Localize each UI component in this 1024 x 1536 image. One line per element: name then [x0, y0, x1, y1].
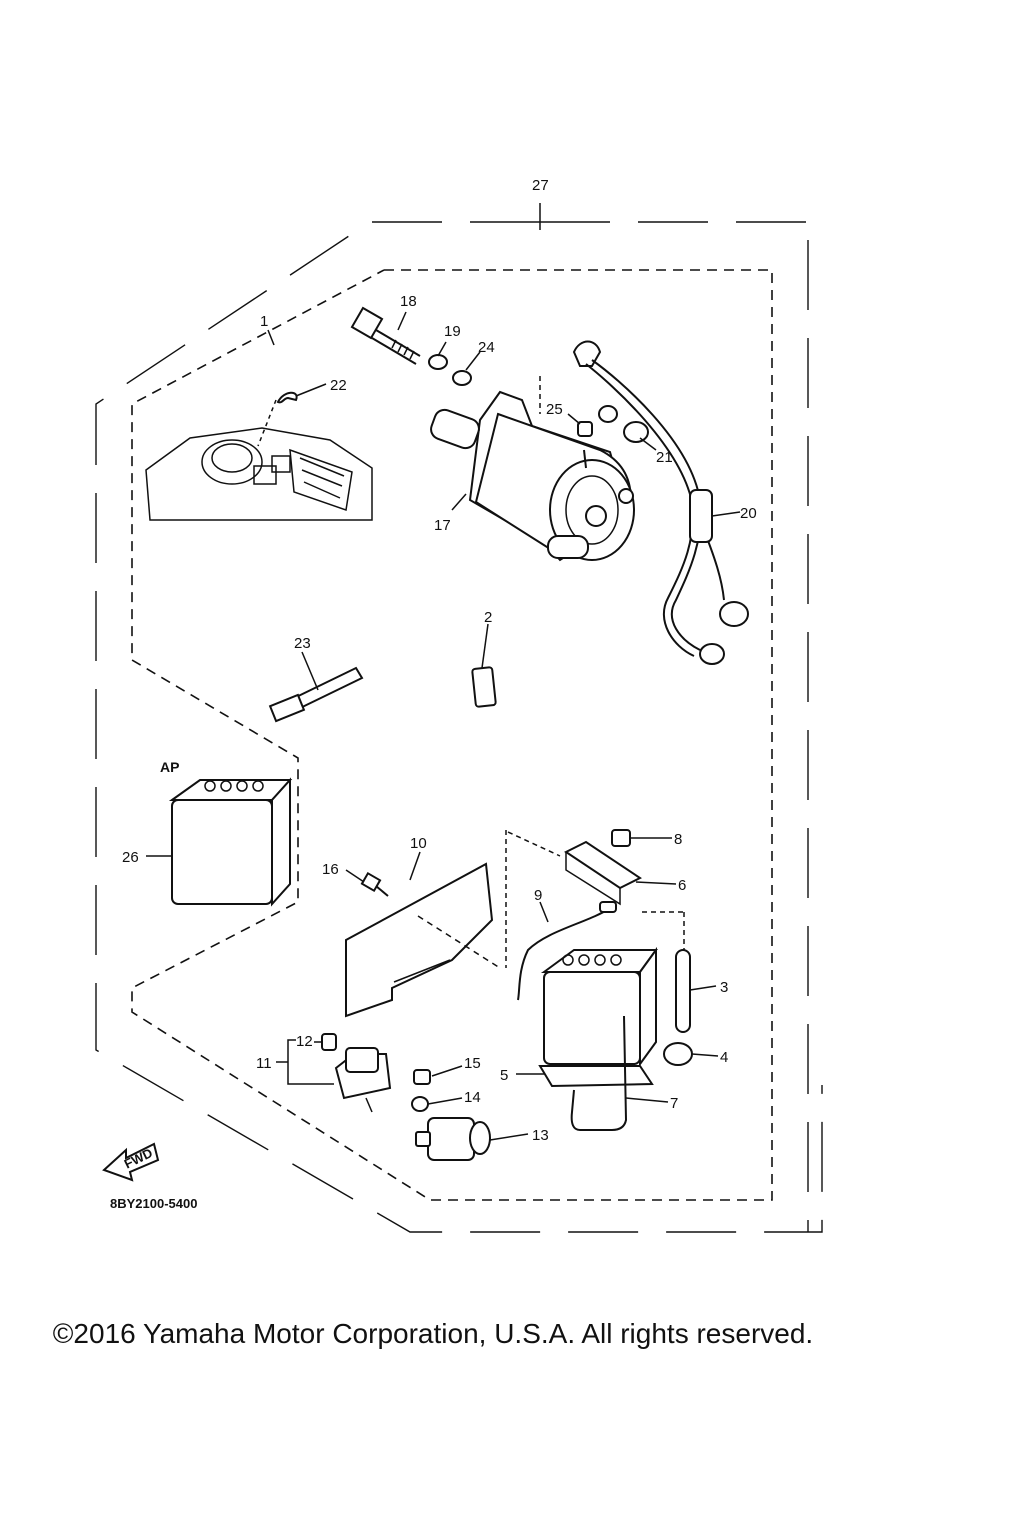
part-15-nut [413, 1069, 431, 1085]
callout-14: 14 [464, 1089, 481, 1106]
callout-25: 25 [546, 401, 563, 418]
part-8-nut [611, 829, 631, 847]
outer-kit-boundary [95, 203, 823, 1233]
copyright-notice: ©2016 Yamaha Motor Corporation, U.S.A. A… [52, 1318, 814, 1349]
callout-11: 11 [256, 1055, 272, 1072]
lead-terminal [599, 901, 617, 913]
callout-labels: 27 1 18 19 24 22 25 21 20 17 2 23 AP 26 … [110, 177, 757, 1211]
engine-block-sketch [145, 427, 373, 521]
part-16-screw [360, 871, 389, 897]
part-7-j-bolt [570, 1015, 628, 1131]
callout-6: 6 [678, 877, 686, 894]
callout-5: 5 [500, 1067, 508, 1084]
callout-19: 19 [444, 323, 461, 340]
callout-23: 23 [294, 635, 311, 652]
callout-2: 2 [484, 609, 492, 626]
callout-7: 7 [670, 1095, 678, 1112]
diagram-code: 8BY2100-5400 [110, 1196, 197, 1211]
part-19-washer [428, 354, 448, 370]
part-24-washer [452, 370, 472, 386]
part-20-starter-cable [572, 340, 749, 665]
fwd-arrow-icon [102, 1142, 160, 1182]
part-22-clip [276, 391, 298, 404]
callout-9: 9 [534, 887, 542, 904]
leader-lines [146, 311, 741, 1141]
callout-21: 21 [656, 449, 673, 466]
callout-27: 27 [532, 177, 549, 194]
part-3-rod [675, 949, 691, 1033]
callout-15: 15 [464, 1055, 481, 1072]
part-17-starter-motor [430, 390, 635, 562]
part-4-grommet [663, 1042, 693, 1066]
washer-21-group [598, 405, 618, 423]
inner-kit-boundary [131, 269, 773, 1201]
part-23-cable-tie [268, 666, 364, 723]
callout-13: 13 [532, 1127, 549, 1144]
callout-3: 3 [720, 979, 728, 996]
part-18-bolt [350, 306, 421, 365]
callout-8: 8 [674, 831, 682, 848]
part-26-battery [168, 777, 293, 907]
part-11-relay [334, 1047, 392, 1113]
callout-12: 12 [296, 1033, 313, 1050]
callout-20: 20 [740, 505, 757, 522]
callout-24: 24 [478, 339, 495, 356]
callout-22: 22 [330, 377, 347, 394]
callout-4: 4 [720, 1049, 728, 1066]
part-12-clip [321, 1033, 337, 1051]
part-6-battery-strap [564, 840, 642, 906]
part-13-horn [415, 1117, 491, 1161]
part-10-battery-cover [345, 862, 501, 1018]
part-5-battery-assembly [538, 946, 658, 1088]
ap-label: AP [160, 759, 179, 775]
callout-16: 16 [322, 861, 339, 878]
part-2-pad [471, 666, 497, 708]
part-14-washer [411, 1096, 429, 1112]
callout-18: 18 [400, 293, 417, 310]
callout-26: 26 [122, 849, 139, 866]
part-25-nut [577, 421, 593, 437]
part-9-battery-lead [517, 907, 611, 1001]
callout-1: 1 [260, 313, 268, 330]
callout-10: 10 [410, 835, 427, 852]
callout-17: 17 [434, 517, 451, 534]
part-21-nut [623, 421, 649, 443]
